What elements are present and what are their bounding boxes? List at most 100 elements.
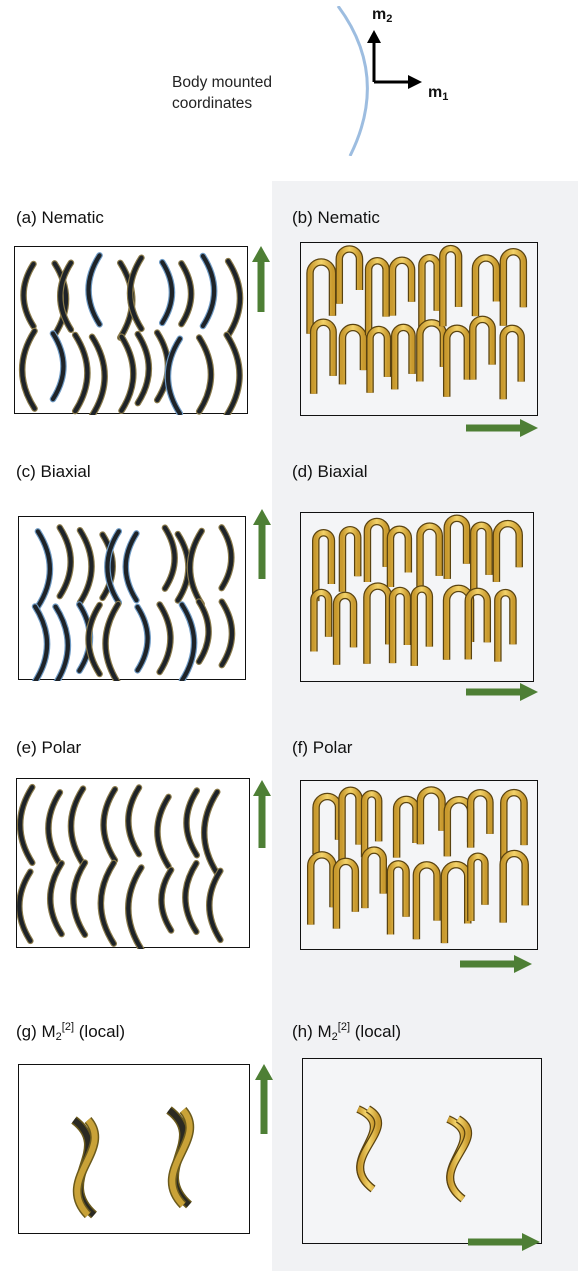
arrow-right-icon	[468, 1233, 540, 1251]
particle	[392, 260, 411, 315]
helix-pair	[358, 1109, 378, 1189]
particle	[471, 793, 490, 848]
particle	[75, 335, 87, 411]
arrow-right-icon	[460, 955, 532, 973]
particle	[365, 850, 383, 908]
panel-b-frame	[300, 242, 538, 416]
particle	[19, 872, 30, 941]
panel-f-label: (f) Polar	[292, 738, 352, 758]
axis-m1-label: m1	[428, 84, 448, 103]
particle	[503, 328, 521, 399]
panel-e-frame	[16, 778, 250, 948]
particle	[35, 607, 47, 681]
particle	[444, 865, 467, 943]
particle	[22, 331, 34, 409]
particle	[185, 863, 196, 932]
particle	[138, 607, 148, 670]
particle	[104, 789, 115, 860]
particle	[20, 787, 32, 863]
panel-a-label: (a) Nematic	[16, 208, 104, 228]
arrow-up-icon	[253, 509, 271, 579]
particle	[53, 333, 64, 399]
particle	[199, 338, 211, 412]
particle	[182, 605, 194, 681]
helix-pair	[74, 1120, 95, 1215]
arrow-up-icon	[252, 246, 270, 312]
particle	[498, 593, 513, 662]
particle	[314, 322, 333, 393]
panel-e-label: (e) Polar	[16, 738, 81, 758]
particle	[138, 334, 149, 403]
particle	[160, 604, 171, 672]
particle	[337, 595, 354, 664]
helix-pair	[448, 1119, 468, 1199]
particle	[447, 518, 466, 579]
particle	[71, 789, 83, 864]
particle	[339, 249, 359, 304]
particle	[161, 870, 171, 931]
particle	[336, 861, 355, 928]
particle	[420, 790, 442, 844]
particle	[416, 865, 437, 939]
particle	[190, 531, 202, 604]
particle	[473, 319, 492, 379]
panel-h-label: (h) M2[2] (local)	[292, 1017, 401, 1047]
particle	[157, 797, 168, 866]
particle	[168, 339, 180, 414]
particle	[420, 323, 444, 382]
particle	[503, 252, 523, 326]
particle	[447, 328, 468, 396]
particle	[496, 524, 519, 582]
particle	[203, 256, 214, 326]
particle	[186, 791, 196, 856]
particle	[311, 855, 333, 925]
particle	[475, 258, 496, 316]
panel-c-label: (c) Biaxial	[16, 462, 91, 482]
arrow-up-icon	[253, 780, 271, 848]
particle	[56, 607, 68, 681]
particle	[181, 263, 191, 324]
particle	[128, 868, 141, 949]
particle	[128, 788, 139, 855]
particle	[369, 261, 386, 335]
particle	[199, 602, 209, 662]
particle	[24, 264, 34, 326]
particle	[342, 790, 359, 862]
particle	[89, 605, 100, 674]
particle	[92, 337, 105, 415]
particle	[60, 527, 71, 596]
particle	[227, 335, 240, 415]
particle	[314, 593, 329, 652]
particle	[162, 262, 172, 323]
particle	[390, 529, 408, 587]
axes-arrows-icon	[360, 28, 430, 98]
particle	[209, 871, 220, 940]
particle	[370, 330, 387, 393]
particle	[393, 590, 408, 663]
arrow-right-icon	[466, 419, 538, 437]
particle	[80, 530, 92, 602]
panel-c-frame	[18, 516, 246, 680]
particle	[420, 526, 439, 592]
particle	[316, 796, 338, 854]
panel-g-label: (g) M2[2] (local)	[16, 1017, 125, 1047]
particle	[395, 327, 412, 389]
particle	[414, 589, 429, 666]
particle	[422, 258, 437, 329]
particle	[73, 863, 85, 935]
particle	[471, 856, 485, 921]
particle	[397, 799, 416, 857]
particle	[503, 854, 525, 923]
particle	[468, 591, 487, 659]
particle	[342, 530, 357, 592]
helix-pair	[169, 1110, 190, 1205]
panel-h-frame	[302, 1058, 542, 1244]
particle	[48, 792, 59, 864]
panel-a-frame	[14, 246, 248, 414]
particle	[443, 249, 459, 327]
panel-d-frame	[300, 512, 534, 682]
particle	[342, 328, 363, 385]
particle	[474, 525, 489, 591]
particle	[367, 521, 386, 582]
particle	[165, 528, 175, 589]
